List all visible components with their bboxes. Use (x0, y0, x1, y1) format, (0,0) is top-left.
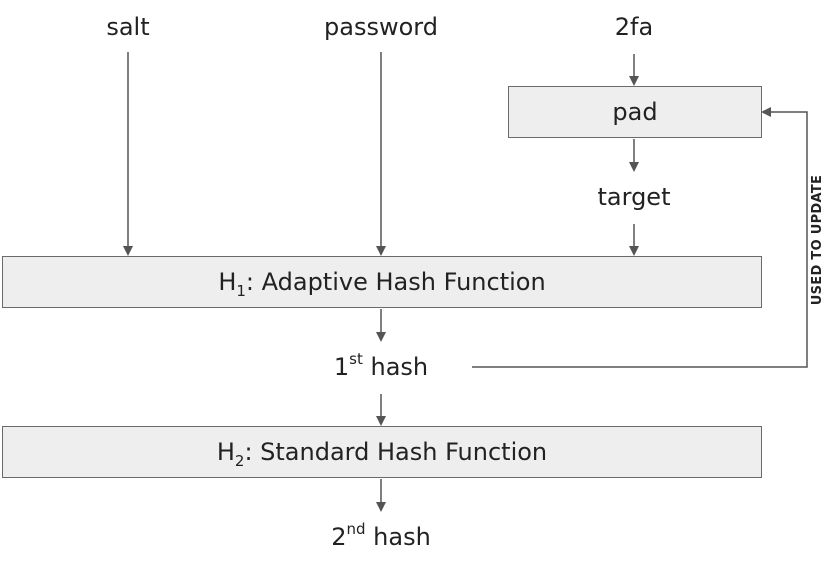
password-label: password (324, 13, 438, 41)
hash1-number: 1 (333, 353, 350, 381)
hash1-label: 1st hash (311, 352, 451, 382)
hash2-number: 2 (331, 523, 347, 551)
hash1-suffix: st (349, 350, 363, 368)
h2-symbol: H (216, 438, 235, 466)
hash1-text: hash (362, 353, 429, 381)
h1-label: : Adaptive Hash Function (245, 268, 546, 296)
h1-symbol: H (218, 268, 237, 296)
h2-subscript: 2 (234, 452, 245, 470)
pad-label: pad (612, 98, 658, 126)
h2-label: : Standard Hash Function (244, 438, 548, 466)
hash2-text: hash (365, 523, 431, 551)
h2-box: H2: Standard Hash Function (2, 426, 762, 478)
salt-label: salt (106, 13, 150, 41)
h2-title: H2: Standard Hash Function (216, 438, 548, 469)
hash2-suffix: nd (346, 520, 366, 538)
target-label: target (597, 183, 671, 211)
arrow-feedback-to-pad (472, 107, 808, 368)
h1-subscript: 1 (236, 282, 246, 300)
pad-box: pad (508, 86, 762, 138)
feedback-label: USED TO UPDATE (810, 174, 825, 306)
hash2-label: 2nd hash (311, 522, 451, 552)
h1-box: H1: Adaptive Hash Function (2, 256, 762, 308)
twofa-label: 2fa (614, 13, 654, 41)
h1-title: H1: Adaptive Hash Function (218, 268, 546, 299)
